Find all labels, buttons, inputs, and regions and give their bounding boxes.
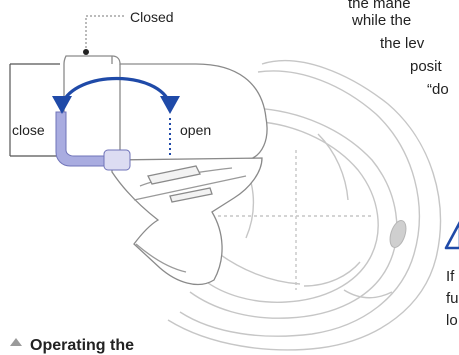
closed-leader-line	[86, 16, 124, 52]
valve-shading	[387, 219, 409, 250]
body-text-line-4: posit	[410, 58, 442, 75]
warning-text-line-3: lo	[446, 312, 458, 329]
closed-marker-dot	[83, 49, 89, 55]
closed-label: Closed	[130, 9, 174, 25]
body-text-line-3: the lev	[380, 35, 424, 52]
warning-triangle-icon	[446, 222, 459, 248]
warning-text-line-1: If	[446, 268, 454, 285]
body-text-line-5: “do	[427, 81, 449, 98]
lever-hub	[104, 150, 130, 170]
section-heading: Operating the	[30, 337, 134, 355]
body-text-line-2: while the	[352, 12, 411, 29]
regulator-body	[64, 56, 267, 284]
warning-text-line-2: fu	[446, 290, 459, 307]
close-label: close	[12, 122, 45, 138]
open-label: open	[180, 122, 211, 138]
section-bullet-icon	[10, 338, 22, 346]
body-text-line-1: the mane	[348, 0, 411, 12]
